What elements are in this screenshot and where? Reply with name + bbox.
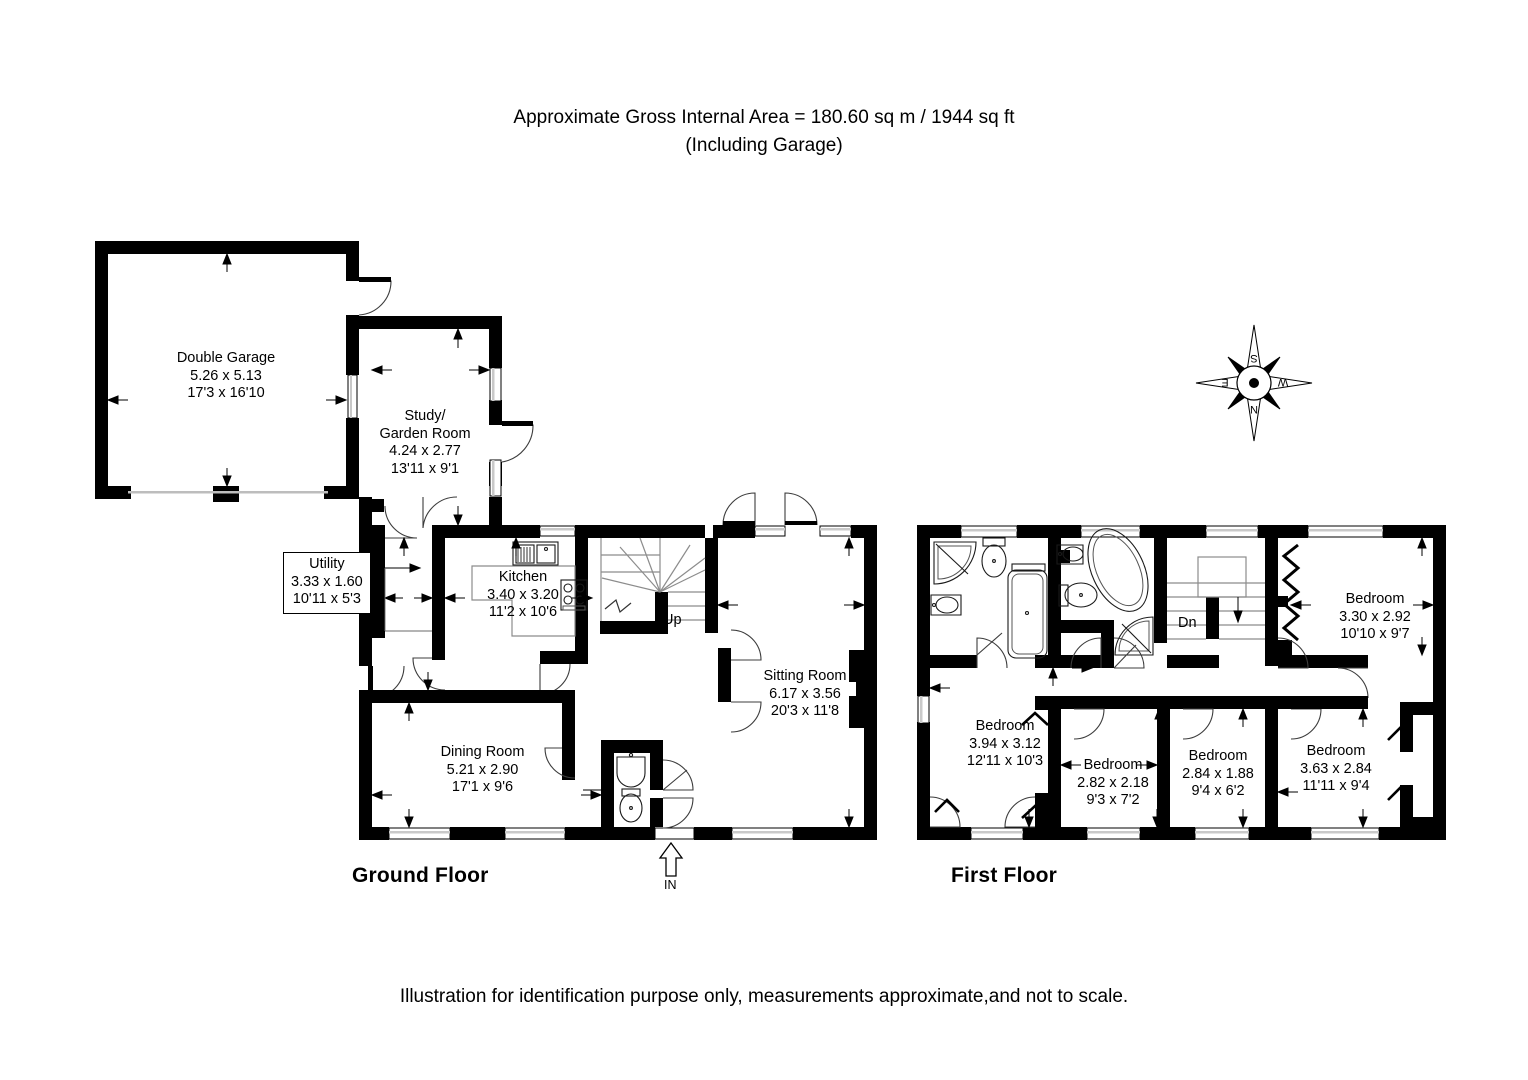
room-dim-imperial: 11'11 x 9'4 [1302, 778, 1370, 794]
room-dim-metric: 2.82 x 2.18 [1077, 774, 1149, 791]
room-name: Dining Room [440, 744, 525, 760]
compass-label-bottom: N [1250, 403, 1258, 415]
room-dim-imperial: 9'3 x 7'2 [1086, 792, 1140, 808]
room-name: Bedroom [1188, 748, 1248, 764]
utility-walls [368, 505, 446, 699]
room-dim-metric: 5.21 x 2.90 [446, 761, 519, 778]
gross-internal-area-line: Approximate Gross Internal Area = 180.60… [513, 107, 1015, 128]
disclaimer-text: Illustration for identification purpose … [399, 986, 1129, 1007]
compass-label-top: S [1250, 352, 1257, 364]
room-name: Bedroom [975, 718, 1035, 734]
room-label-study-garden-room: Study/ Garden Room 4.24 x 2.77 13'11 x 9… [339, 408, 511, 478]
room-name: Study/ [404, 408, 446, 424]
room-dim-imperial: 11'2 x 10'6 [488, 604, 558, 620]
room-label-dining-room: Dining Room 5.21 x 2.90 17'1 x 9'6 [400, 744, 565, 797]
room-dim-imperial: 20'3 x 11'8 [770, 703, 840, 719]
entrance-label: IN [664, 878, 677, 892]
room-dim-metric: 3.30 x 2.92 [1339, 608, 1411, 625]
room-name: Sitting Room [763, 668, 847, 684]
bedroom-3-walls [1061, 696, 1171, 840]
room-label-sitting-room: Sitting Room 6.17 x 3.56 20'3 x 11'8 [723, 668, 887, 721]
garage-door-swing [358, 277, 392, 316]
room-dim-metric: 3.63 x 2.84 [1300, 760, 1372, 777]
room-name: Bedroom [1306, 743, 1366, 759]
sitting-room-doors [718, 629, 762, 733]
room-dim-imperial: 10'11 x 5'3 [292, 591, 361, 607]
room-label-utility: Utility 3.33 x 1.60 10'11 x 5'3 [283, 552, 371, 614]
room-dim-metric: 2.84 x 1.88 [1182, 765, 1254, 782]
room-name: Bedroom [1083, 757, 1143, 773]
entrance-arrow [658, 841, 684, 877]
stairs-down-label: Dn [1178, 615, 1197, 631]
room-dim-imperial: 9'4 x 6'2 [1191, 783, 1245, 799]
ground-main-walls [359, 492, 877, 840]
room-label-kitchen: Kitchen 3.40 x 3.20 11'2 x 10'6 [463, 569, 583, 622]
first-floor-staircase [1167, 538, 1278, 668]
room-dim-metric: 5.26 x 5.13 [190, 367, 262, 384]
stairs-up-label: Up [663, 612, 682, 628]
room-dim-metric: 4.24 x 2.77 [389, 443, 461, 459]
including-garage-line: (Including Garage) [685, 135, 843, 156]
ground-dimension-arrows [106, 252, 866, 829]
room-dim-metric: 6.17 x 3.56 [769, 685, 841, 702]
ground-floor-plan [95, 241, 877, 877]
room-label-double-garage: Double Garage 5.26 x 5.13 17'3 x 16'10 [146, 350, 306, 403]
first-floor-title: First Floor [951, 864, 1058, 887]
ground-staircase [600, 537, 718, 634]
bedroom-4-walls [1170, 696, 1278, 840]
first-dimension-arrows [928, 536, 1435, 829]
room-name: Kitchen [498, 569, 548, 585]
room-name: Double Garage [176, 350, 276, 366]
room-name-2: Garden Room [379, 425, 471, 442]
bedroom-1-walls [1277, 543, 1369, 699]
kitchen-walls-and-units [471, 538, 588, 695]
room-label-bedroom-3: Bedroom 2.82 x 2.18 9'3 x 7'2 [1063, 757, 1163, 810]
compass-label-right: W [1277, 376, 1288, 388]
first-floor-outer-walls [917, 525, 1446, 840]
room-name: Utility [309, 556, 345, 572]
room-dim-imperial: 12'11 x 10'3 [966, 753, 1044, 769]
room-dim-imperial: 17'3 x 16'10 [187, 385, 265, 401]
room-label-bedroom-2: Bedroom 3.94 x 3.12 12'11 x 10'3 [930, 718, 1080, 771]
study-garden-room-walls [359, 316, 534, 529]
room-dim-imperial: 17'1 x 9'6 [451, 779, 514, 795]
ensuite-bathroom [1048, 528, 1167, 669]
wc-walls-and-fixtures [601, 740, 694, 829]
area-summary: Approximate Gross Internal Area = 180.60… [0, 104, 1528, 160]
room-label-bedroom-4: Bedroom 2.84 x 1.88 9'4 x 6'2 [1168, 748, 1268, 801]
room-dim-imperial: 10'10 x 9'7 [1340, 626, 1410, 642]
family-bathroom [930, 537, 1070, 669]
ground-floor-title: Ground Floor [352, 864, 489, 887]
garage-walls [95, 241, 359, 502]
room-dim-metric: 3.40 x 3.20 [487, 586, 559, 603]
room-dim-metric: 3.94 x 3.12 [969, 735, 1041, 752]
room-dim-metric: 3.33 x 1.60 [291, 573, 363, 590]
room-dim-imperial: 13'11 x 9'1 [390, 460, 460, 477]
dining-room-walls [359, 690, 576, 780]
first-floor-plan [917, 525, 1446, 840]
room-label-bedroom-5: Bedroom 3.63 x 2.84 11'11 x 9'4 [1281, 743, 1391, 796]
compass-label-left: E [1221, 376, 1228, 388]
compass-rose: S N E W [1195, 324, 1313, 442]
room-name: Bedroom [1345, 591, 1405, 607]
room-label-bedroom-1: Bedroom 3.30 x 2.92 10'10 x 9'7 [1300, 591, 1450, 644]
